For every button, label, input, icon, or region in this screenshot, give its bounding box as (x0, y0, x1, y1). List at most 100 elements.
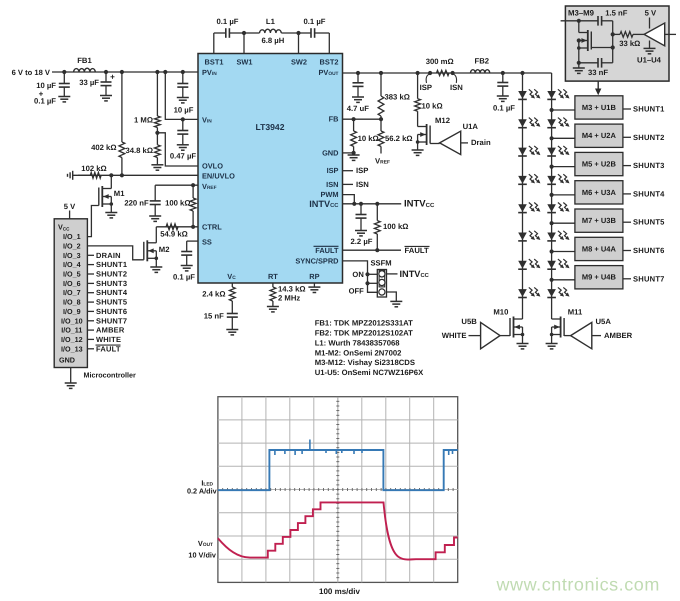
svg-text:I/O_8: I/O_8 (63, 298, 81, 307)
svg-text:WHITE: WHITE (442, 331, 467, 340)
svg-text:0.2 A/div: 0.2 A/div (187, 487, 218, 496)
svg-text:SHUNT1: SHUNT1 (633, 105, 665, 114)
svg-text:10 kΩ: 10 kΩ (422, 101, 443, 110)
svg-text:BST2: BST2 (320, 58, 339, 67)
svg-text:ISP: ISP (420, 83, 432, 92)
svg-text:34.8 kΩ: 34.8 kΩ (125, 146, 153, 155)
svg-text:ON: ON (352, 270, 363, 279)
svg-text:M2: M2 (159, 245, 170, 254)
svg-text:FAULT: FAULT (405, 246, 429, 255)
svg-text:+: + (110, 73, 115, 82)
svg-text:M7 + U3B: M7 + U3B (582, 216, 617, 225)
svg-text:14.3 kΩ: 14.3 kΩ (278, 284, 306, 293)
svg-text:M4 + U2A: M4 + U2A (582, 131, 617, 140)
svg-text:2.2 µF: 2.2 µF (351, 237, 373, 246)
svg-text:DRAIN: DRAIN (96, 251, 121, 260)
svg-text:ISP: ISP (356, 166, 368, 175)
svg-text:SHUNT4: SHUNT4 (96, 288, 128, 297)
svg-text:0.1 µF: 0.1 µF (173, 273, 195, 282)
svg-text:1 MΩ: 1 MΩ (134, 116, 153, 125)
svg-text:SHUNT6: SHUNT6 (633, 246, 665, 255)
svg-text:33 µF: 33 µF (79, 78, 99, 87)
svg-text:U1A: U1A (463, 122, 479, 131)
svg-text:0.1 µF: 0.1 µF (304, 17, 326, 26)
svg-text:383 kΩ: 383 kΩ (385, 93, 410, 102)
svg-text:0.1 µF: 0.1 µF (217, 17, 239, 26)
svg-text:10 µF: 10 µF (174, 106, 194, 115)
svg-text:SHUNT6: SHUNT6 (96, 307, 127, 316)
svg-text:VREF: VREF (202, 182, 217, 191)
svg-text:15 nF: 15 nF (204, 311, 224, 320)
svg-text:GND: GND (59, 356, 75, 365)
svg-text:SHUNT2: SHUNT2 (633, 133, 665, 142)
svg-text:INTVCC: INTVCC (404, 198, 435, 209)
svg-text:M8 + U4A: M8 + U4A (582, 244, 617, 253)
svg-text:INTVCC: INTVCC (309, 199, 339, 209)
svg-text:M3 + U1B: M3 + U1B (582, 103, 617, 112)
svg-text:M9 + U4B: M9 + U4B (582, 273, 617, 282)
svg-text:INTVCC: INTVCC (400, 269, 430, 279)
svg-text:LT3942: LT3942 (256, 122, 285, 132)
svg-text:I/O_11: I/O_11 (61, 326, 82, 335)
svg-text:100 ms/div: 100 ms/div (319, 587, 360, 596)
svg-text:102 kΩ: 102 kΩ (81, 164, 106, 173)
svg-text:I/O_9: I/O_9 (63, 307, 81, 316)
svg-text:SYNC/SPRD: SYNC/SPRD (295, 256, 339, 265)
svg-text:M1-M2: OnSemi 2N7002: M1-M2: OnSemi 2N7002 (315, 348, 402, 357)
svg-text:VREF: VREF (375, 157, 390, 166)
svg-text:300 mΩ: 300 mΩ (426, 57, 454, 66)
svg-text:PVOUT: PVOUT (319, 68, 339, 77)
svg-text:BST1: BST1 (205, 58, 224, 67)
svg-text:FB1: TDK MPZ2012S331AT: FB1: TDK MPZ2012S331AT (315, 319, 413, 328)
svg-text:AMBER: AMBER (604, 331, 633, 340)
svg-text:AMBER: AMBER (96, 326, 125, 335)
svg-text:10 V/div: 10 V/div (188, 550, 217, 559)
svg-text:2.4 kΩ: 2.4 kΩ (202, 289, 225, 298)
svg-text:RT: RT (268, 272, 278, 281)
svg-text:+: + (39, 90, 44, 99)
svg-text:I/O_4: I/O_4 (63, 260, 81, 269)
svg-text:U5A: U5A (596, 317, 612, 326)
svg-text:SW2: SW2 (291, 58, 307, 67)
svg-text:SHUNT5: SHUNT5 (633, 218, 665, 227)
svg-text:VC: VC (227, 272, 236, 281)
svg-text:56.2 kΩ: 56.2 kΩ (385, 134, 413, 143)
svg-text:M10: M10 (493, 307, 508, 316)
svg-text:ISN: ISN (450, 83, 463, 92)
svg-text:M11: M11 (568, 307, 583, 316)
svg-text:FB: FB (329, 115, 339, 124)
svg-text:PWM: PWM (320, 190, 338, 199)
svg-text:Drain: Drain (471, 138, 491, 147)
svg-text:FB1: FB1 (77, 56, 92, 65)
svg-text:M3-M12: Vishay Si2318CDS: M3-M12: Vishay Si2318CDS (315, 358, 415, 367)
svg-text:U1–U4: U1–U4 (637, 56, 662, 65)
svg-text:GND: GND (322, 148, 339, 157)
svg-text:SHUNT4: SHUNT4 (633, 189, 665, 198)
svg-text:0.1 µF: 0.1 µF (493, 104, 515, 113)
svg-text:PVIN: PVIN (202, 68, 217, 77)
svg-text:EN/UVLO: EN/UVLO (202, 172, 235, 181)
svg-text:M12: M12 (435, 116, 450, 125)
svg-text:I/O_12: I/O_12 (61, 335, 83, 344)
svg-text:10 kΩ: 10 kΩ (358, 134, 379, 143)
svg-text:10 µF: 10 µF (36, 81, 56, 90)
svg-text:54.9 kΩ: 54.9 kΩ (160, 230, 188, 239)
svg-text:5 V: 5 V (645, 9, 657, 18)
svg-text:RP: RP (309, 272, 319, 281)
svg-text:SHUNT2: SHUNT2 (96, 270, 127, 279)
svg-text:I/O_13: I/O_13 (61, 344, 83, 353)
svg-text:I/O_5: I/O_5 (63, 270, 81, 279)
svg-text:ISP: ISP (327, 166, 339, 175)
svg-text:SHUNT1: SHUNT1 (96, 260, 127, 269)
svg-text:Microcontroller: Microcontroller (84, 371, 137, 380)
svg-text:FAULT: FAULT (315, 246, 339, 255)
svg-text:FB2: TDK MPZ2012S102AT: FB2: TDK MPZ2012S102AT (315, 329, 413, 338)
svg-text:VOUT: VOUT (198, 539, 213, 548)
svg-text:M5 + U2B: M5 + U2B (582, 160, 617, 169)
svg-text:SHUNT7: SHUNT7 (96, 316, 127, 325)
svg-text:100 kΩ: 100 kΩ (383, 222, 408, 231)
svg-text:ISN: ISN (326, 180, 338, 189)
svg-text:L1: Wurth 78438357068: L1: Wurth 78438357068 (315, 339, 401, 348)
svg-text:WHITE: WHITE (96, 335, 121, 344)
svg-text:I/O_10: I/O_10 (61, 316, 83, 325)
